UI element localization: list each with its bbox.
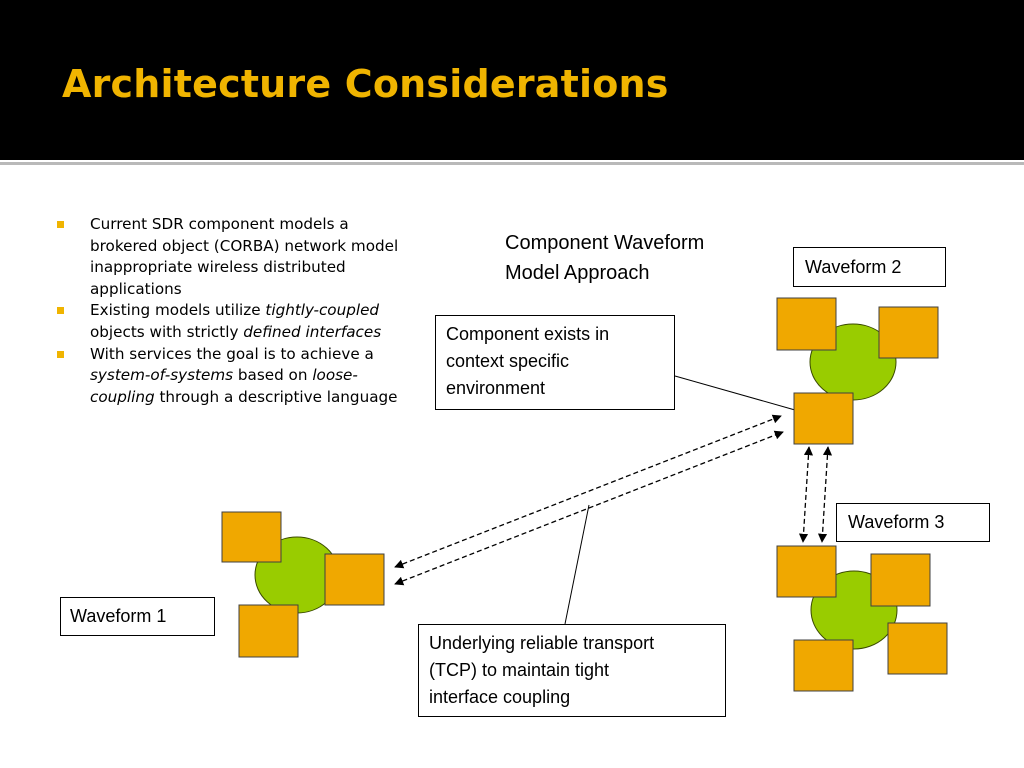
bullet-item: Current SDR component models a brokered … bbox=[56, 214, 416, 300]
waveform-2-label: Waveform 2 bbox=[793, 247, 946, 287]
bullet-text: through a descriptive language bbox=[154, 387, 398, 406]
waveform-1-component bbox=[324, 553, 385, 606]
bullet-text: objects with strictly bbox=[90, 322, 244, 341]
context-callout-leader bbox=[674, 375, 796, 411]
title-divider bbox=[0, 160, 1024, 168]
bullet-emphasis: system-of-systems bbox=[90, 366, 234, 385]
connection-waveform1-waveform2-lower bbox=[394, 430, 784, 586]
waveform-1-cluster bbox=[221, 511, 385, 658]
slide-title: Architecture Considerations bbox=[62, 62, 669, 106]
bullet-emphasis: loose-coupling bbox=[90, 366, 358, 406]
diagram-title: Component Waveform Model Approach bbox=[505, 232, 705, 284]
transport-callout: Underlying reliable transport (TCP) to m… bbox=[418, 624, 726, 717]
waveform-3-component bbox=[870, 553, 931, 607]
waveform-1-component bbox=[221, 511, 282, 563]
bullet-list: Current SDR component models a brokered … bbox=[56, 214, 416, 408]
connection-waveform2-waveform3-left bbox=[798, 446, 814, 543]
bullet-text: Current SDR component models a brokered … bbox=[90, 215, 399, 298]
waveform-3-component bbox=[776, 545, 837, 598]
waveform-3-component bbox=[887, 622, 948, 675]
waveform-2-component bbox=[878, 306, 939, 359]
bullet-text: based on bbox=[233, 366, 313, 385]
bullet-item: With services the goal is to achieve a s… bbox=[56, 344, 416, 409]
waveform-3-cluster bbox=[776, 545, 948, 692]
bullet-text: Existing models utilize bbox=[90, 301, 266, 320]
waveform-2-cluster bbox=[776, 297, 939, 445]
bullet-text: With services the goal is to achieve a bbox=[90, 344, 374, 363]
transport-callout-leader bbox=[564, 504, 590, 625]
connection-waveform2-waveform3-right bbox=[817, 446, 833, 543]
connection-waveform1-waveform2-upper bbox=[394, 414, 782, 569]
bullet-emphasis: defined interfaces bbox=[243, 322, 382, 341]
waveform-1-component bbox=[238, 604, 299, 658]
title-bar bbox=[0, 0, 1024, 160]
waveform-3-component bbox=[793, 639, 854, 692]
waveform-3-label: Waveform 3 bbox=[836, 503, 990, 542]
waveform-2-component bbox=[793, 392, 854, 445]
bullet-emphasis: tightly-coupled bbox=[265, 301, 380, 320]
context-environment-callout: Component exists in context specific env… bbox=[435, 315, 675, 410]
waveform-1-label: Waveform 1 bbox=[60, 597, 215, 636]
bullet-item: Existing models utilize tightly-coupled … bbox=[56, 300, 416, 343]
waveform-2-component bbox=[776, 297, 837, 351]
